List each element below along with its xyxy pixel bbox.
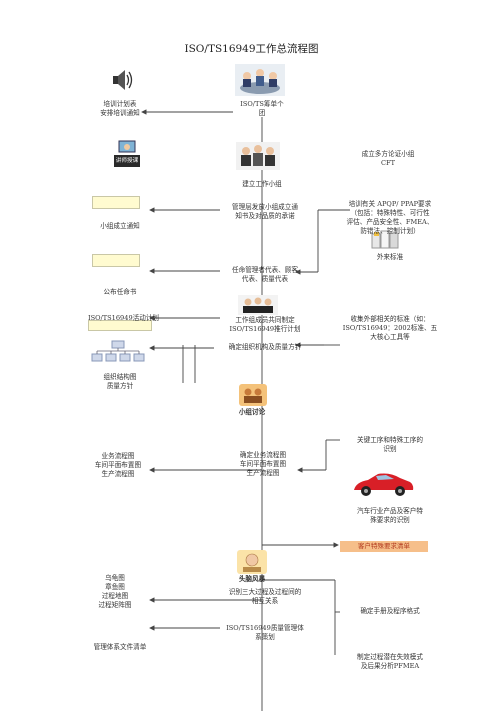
joint-plan-icon: [238, 295, 278, 315]
brainstorm-icon: [237, 550, 267, 574]
right-item-5: 关键工序和特殊工序的 识别: [357, 436, 423, 453]
lecture-badge: 讲师授课: [114, 155, 140, 167]
left-item-3: 公布任命书: [103, 288, 137, 296]
center-node-10: 识别三大过程及过程间的 相互关系: [228, 588, 302, 605]
lecturer-icon: [118, 140, 136, 153]
team-meeting-icon: [235, 64, 285, 96]
center-node-9: 头脑风暴: [238, 575, 266, 583]
page-title: ISO/TS16949工作总流程图: [184, 43, 319, 55]
center-node-1: ISO/TS筹单个 团: [240, 100, 284, 117]
right-item-6: 汽车行业产品及客户特 殊要求的识别: [357, 507, 423, 524]
left-item-4: ISO/TS16949活动计划: [88, 314, 160, 322]
center-node-4: 任命管理者代表、顾客 代表、质量代表: [232, 266, 298, 283]
right-item-3: 外来标准: [376, 253, 404, 261]
left-item-7: 乌龟图 章鱼图 过程地图 过程矩阵图: [98, 574, 132, 609]
left-item-1: 培训计划表 安排培训通知: [100, 100, 140, 117]
speaker-icon: [113, 70, 133, 90]
left-item-6: 业务流程图 车间平面布置图 生产流程图: [94, 452, 142, 478]
right-item-4: 收集外部相关的标准（如： ISO/TS16949：2002标准、五 大核心工具等: [342, 315, 438, 341]
center-node-11: ISO/TS16949质量管理体 系策划: [226, 624, 304, 641]
right-item-8: 确定手册及程序格式: [360, 607, 420, 615]
right-item-1: 成立多方论证小组 CFT: [361, 150, 415, 167]
group-discussion-icon: [239, 384, 267, 406]
doc-box-3: [88, 320, 152, 331]
left-item-2: 小组成立通知: [100, 222, 140, 230]
documents-icon: [371, 230, 399, 249]
right-item-2: 培训有关 APQP/ PPAP要求 （包括：特殊特性、可行性 评估、产品安全性、…: [346, 200, 434, 235]
doc-box-1: [92, 196, 140, 209]
doc-box-2: [92, 254, 140, 267]
left-item-8: 管理体系文件清单: [93, 643, 147, 651]
red-car-icon: [354, 473, 414, 496]
center-node-5: 工作组成员共同制定 ISO/TS16949推行计划: [229, 316, 301, 333]
center-node-8: 确定业务流程图 车间平面布置图 生产流程图: [239, 451, 287, 477]
customer-requirements-badge: 客户特殊要求清单: [340, 541, 428, 552]
right-item-9: 制定过程潜在失效模式 及后果分析PFMEA: [357, 653, 423, 670]
left-item-5: 组织结构图 质量方针: [103, 373, 137, 390]
center-node-3: 管理层发放小组成立通 知书及对品质的承诺: [232, 203, 298, 220]
center-node-7: 小组讨论: [238, 408, 266, 416]
org-chart-icon: [91, 340, 145, 362]
center-node-2: 建立工作小组: [242, 180, 282, 188]
work-group-icon: [236, 142, 280, 170]
center-node-6: 确定组织机构及质量方针: [228, 343, 302, 351]
